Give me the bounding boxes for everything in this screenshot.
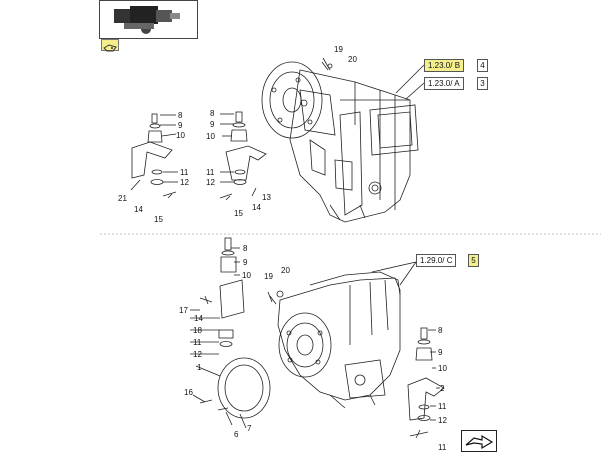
label-l11: 11 [180,168,189,177]
label-b17: 17 [179,306,188,315]
upper-flange [261,61,323,139]
label-r15: 15 [234,209,243,218]
next-page-arrow-icon [465,434,494,450]
label-r10: 10 [206,132,215,141]
label-r9: 9 [210,120,215,129]
label-b16: 16 [184,388,193,397]
label-r14: 14 [252,203,261,212]
label-b10: 10 [242,271,251,280]
label-t20: 20 [348,55,357,64]
label-b12: 12 [193,350,202,359]
wrench-tag-glyph [103,44,117,52]
label-r12: 12 [206,178,215,187]
label-br2: 2 [440,384,445,393]
label-l10: 10 [176,131,185,140]
label-l21: 21 [118,194,127,203]
ref-page-4[interactable]: 4 [477,59,488,72]
upper-bolt-19-20 [321,61,333,71]
tractor-thumbnail[interactable] [99,0,198,39]
ref-link-1-23-0-a[interactable]: 1.23.0/ A [424,77,464,90]
label-b7: 7 [247,424,252,433]
ref-link-1-29-0-c[interactable]: 1.29.0/ C [416,254,457,267]
label-b18: 18 [193,326,202,335]
ref-link-1-23-0-b[interactable]: 1.23.0/ B [424,59,465,72]
label-b19: 19 [264,272,273,281]
label-b20: 20 [281,266,290,275]
label-l8: 8 [178,111,183,120]
lower-gasket [217,357,271,419]
label-br9: 9 [438,348,443,357]
part-number-labels: 19 20 8 9 10 11 12 21 14 15 8 9 10 11 12… [118,45,447,451]
label-b14: 14 [194,314,203,323]
label-l9: 9 [178,121,183,130]
label-br11b: 11 [438,443,447,451]
label-l15: 15 [154,215,163,224]
label-br12: 12 [438,416,447,425]
label-r8: 8 [210,109,215,118]
upper-left-mount-parts [130,113,178,199]
lower-right-mount-parts [407,327,445,439]
label-br8: 8 [438,326,443,335]
ref-page-3[interactable]: 3 [477,77,488,90]
label-b1: 1 [197,363,202,372]
lower-bolt-19-20 [269,290,284,305]
lower-left-mount-parts [190,237,273,429]
label-b6: 6 [234,430,239,439]
label-b8: 8 [243,244,248,253]
label-l12: 12 [180,178,189,187]
next-page-button[interactable] [461,430,497,452]
wrench-tag-icon[interactable] [101,39,119,52]
label-br11: 11 [438,402,447,411]
upper-gearbox-drawing [261,57,425,223]
label-t19: 19 [334,45,343,54]
label-br10: 10 [438,364,447,373]
ref-page-5[interactable]: 5 [468,254,479,267]
lower-flange [278,312,332,378]
label-r11: 11 [206,168,215,177]
label-b9: 9 [243,258,248,267]
tractor-thumbnail-drawing [114,6,180,34]
lower-gearbox-drawing [277,261,417,409]
upper-right-mount-parts [219,111,267,201]
label-r13: 13 [262,193,271,202]
label-l14: 14 [134,205,143,214]
label-b11: 11 [193,338,202,347]
